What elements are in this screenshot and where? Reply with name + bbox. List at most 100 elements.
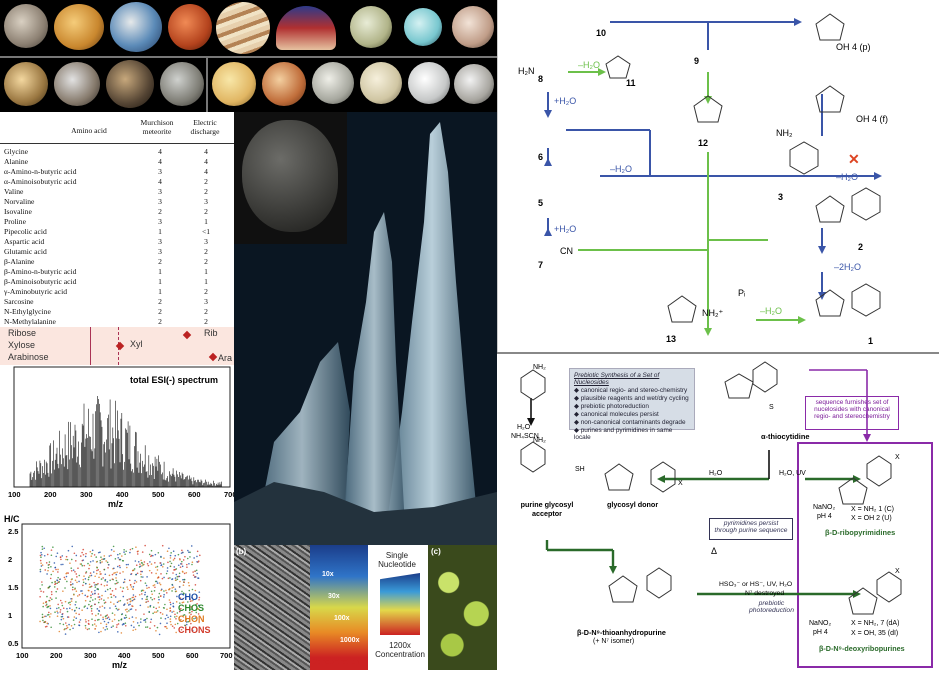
scatter-point — [163, 593, 165, 596]
scatter-point — [126, 599, 128, 601]
persist-line-1: pyrimidines persist — [723, 520, 779, 527]
scatter-point — [116, 553, 119, 556]
moon-image — [212, 62, 256, 106]
scatter-point — [84, 618, 87, 621]
scatter-point — [82, 578, 85, 581]
esi-title: total ESI(-) spectrum — [130, 375, 218, 385]
scatter-point — [114, 605, 117, 608]
scatter-point — [102, 618, 104, 621]
scatter-point — [172, 559, 175, 561]
scatter-point — [183, 578, 186, 581]
scatter-point — [73, 594, 75, 596]
amino-acid-name: α-Aminoisobutyric acid — [4, 177, 77, 186]
scatter-point — [149, 561, 151, 563]
scatter-point — [97, 596, 100, 598]
scatter-point — [181, 598, 184, 601]
scatter-point — [147, 600, 149, 603]
scatter-point — [66, 558, 69, 561]
scatter-point — [113, 594, 115, 597]
compound-4p: OH 4 (p) — [836, 42, 871, 52]
scatter-point — [172, 572, 174, 574]
scatter-point — [55, 568, 57, 571]
scatter-point — [122, 571, 124, 573]
planet-image — [54, 4, 104, 50]
scatter-point — [70, 597, 72, 600]
scatter-point — [105, 617, 107, 620]
ribopyrimidines-label: β-D-ribopyrimidines — [825, 528, 896, 537]
scatter-point — [100, 614, 102, 616]
prebiotic-photo-label: prebiotic photoreduction — [749, 600, 794, 614]
scatter-point — [57, 568, 59, 571]
scatter-point — [78, 607, 81, 610]
scatter-point — [126, 608, 128, 610]
product-frame — [797, 442, 933, 668]
scatter-point — [129, 598, 132, 600]
scatter-point — [49, 605, 51, 607]
murchison-value: 2 — [158, 297, 162, 306]
scatter-point — [99, 570, 101, 573]
scatter-point — [140, 570, 142, 573]
planet-image — [168, 4, 212, 50]
scatter-point — [128, 598, 131, 600]
scatter-point — [186, 566, 188, 568]
scatter-point — [56, 607, 58, 610]
meteorite-photo — [234, 112, 347, 244]
scatter-point — [180, 628, 183, 631]
scatter-point — [98, 618, 100, 621]
scatter-point — [126, 610, 128, 613]
murchison-value: 1 — [158, 227, 162, 236]
discharge-value: 4 — [204, 167, 208, 176]
deoxyribopurines-label: β-D-N⁹-deoxyribopurines — [819, 644, 905, 653]
scatter-point — [114, 571, 116, 574]
scatter-point — [172, 550, 175, 552]
scatter-point — [108, 555, 111, 557]
scatter-point — [153, 624, 156, 627]
discharge-value: 2 — [204, 187, 208, 196]
summary-bullets: ◆ canonical regio- and stereo-chemistry◆… — [574, 386, 690, 441]
scatter-point — [119, 599, 122, 602]
moon-image — [4, 62, 48, 106]
scatter-point — [115, 577, 117, 579]
glycosyl-donor-label: glycosyl donor — [607, 500, 659, 509]
nh2-label: NH₂ — [776, 128, 793, 138]
scatter-point — [55, 597, 57, 599]
scatter-point — [182, 601, 185, 603]
scatter-point — [196, 602, 198, 605]
scatter-point — [82, 559, 85, 561]
scatter-point — [102, 627, 105, 629]
scatter-point — [198, 591, 201, 593]
scatter-point — [191, 599, 193, 602]
sugar-label: Ribose — [8, 328, 37, 338]
scatter-point — [114, 582, 117, 585]
compound-10: 10 — [596, 28, 606, 38]
scatter-point — [71, 545, 74, 548]
scatter-point — [91, 599, 94, 601]
scatter-point — [181, 549, 183, 552]
tick-label: 100 — [8, 490, 21, 499]
scatter-point — [139, 621, 142, 623]
scatter-point — [169, 609, 172, 612]
scatter-point — [70, 578, 73, 581]
scatter-point — [175, 615, 178, 618]
scatter-point — [129, 608, 132, 611]
scatter-point — [42, 591, 45, 593]
scatter-point — [172, 586, 175, 589]
scatter-point — [100, 630, 102, 633]
scatter-point — [196, 550, 199, 553]
scatter-point — [86, 595, 89, 598]
scatter-point — [91, 549, 94, 552]
scatter-point — [122, 595, 125, 598]
scatter-point — [149, 621, 152, 623]
scatter-point — [132, 596, 135, 599]
compound-5: 5 — [538, 198, 543, 208]
tick-label: 600 — [188, 490, 201, 499]
discharge-value: <1 — [201, 227, 211, 236]
scatter-point — [43, 554, 46, 557]
scatter-point — [89, 560, 92, 563]
scatter-point — [96, 608, 99, 610]
